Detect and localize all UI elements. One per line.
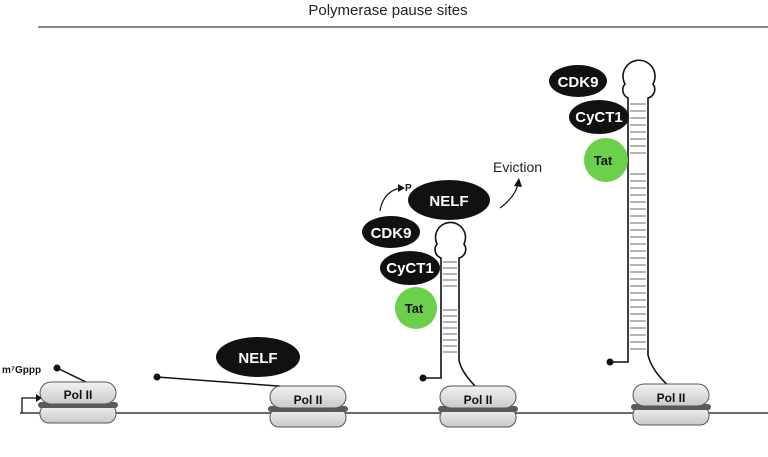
- stage-capped-rna: m⁷Gppp Pol II: [2, 364, 119, 424]
- tar-hairpin: [423, 221, 478, 389]
- cyct1-ellipse: [569, 100, 629, 134]
- pol-ii-label: Pol II: [464, 393, 493, 407]
- cyct1-label: CyCT1: [386, 260, 434, 277]
- stage-nelf-bound: NELF Pol II: [153, 337, 349, 428]
- transcription-start-arrow: [21, 394, 42, 413]
- cyct1-ellipse: [380, 251, 440, 285]
- tat-label: Tat: [405, 301, 424, 316]
- nelf-ellipse: [408, 180, 490, 220]
- tar-hairpin: [610, 59, 674, 391]
- nelf-ellipse: [216, 337, 300, 377]
- page-title: Polymerase pause sites: [308, 2, 467, 19]
- tar-base-pairs: [443, 261, 457, 353]
- stage-elongation: Tat CyCT1 CDK9 Pol II: [549, 59, 712, 426]
- tat-label: Tat: [594, 153, 613, 168]
- pol-ii-label: Pol II: [294, 393, 323, 407]
- cdk9-label: CDK9: [558, 74, 599, 91]
- phospho-label: P: [405, 183, 412, 194]
- cdk9-ellipse: [362, 216, 420, 248]
- phosphorylation-arrow: [379, 187, 401, 212]
- eviction-label: Eviction: [493, 159, 542, 175]
- stage-tat-recruitment: Tat CyCT1 CDK9 NELF P Eviction Pol II: [362, 159, 542, 428]
- nelf-label: NELF: [238, 350, 277, 367]
- rna-end-dot: [153, 373, 161, 381]
- cyct1-label: CyCT1: [575, 109, 623, 126]
- cap-label: m⁷Gppp: [2, 365, 41, 376]
- pol-ii-label: Pol II: [657, 391, 686, 405]
- rna-end-dot: [606, 358, 614, 366]
- cap-dot: [53, 364, 61, 372]
- pol-ii-label: Pol II: [64, 388, 93, 402]
- rna-end-dot: [419, 374, 427, 382]
- tar-base-pairs: [630, 103, 646, 350]
- cdk9-label: CDK9: [371, 225, 412, 242]
- tat-circle: [584, 138, 628, 182]
- eviction-arrow: [499, 183, 519, 209]
- nelf-label: NELF: [429, 193, 468, 210]
- cdk9-ellipse: [549, 65, 607, 97]
- tat-circle: [395, 287, 437, 329]
